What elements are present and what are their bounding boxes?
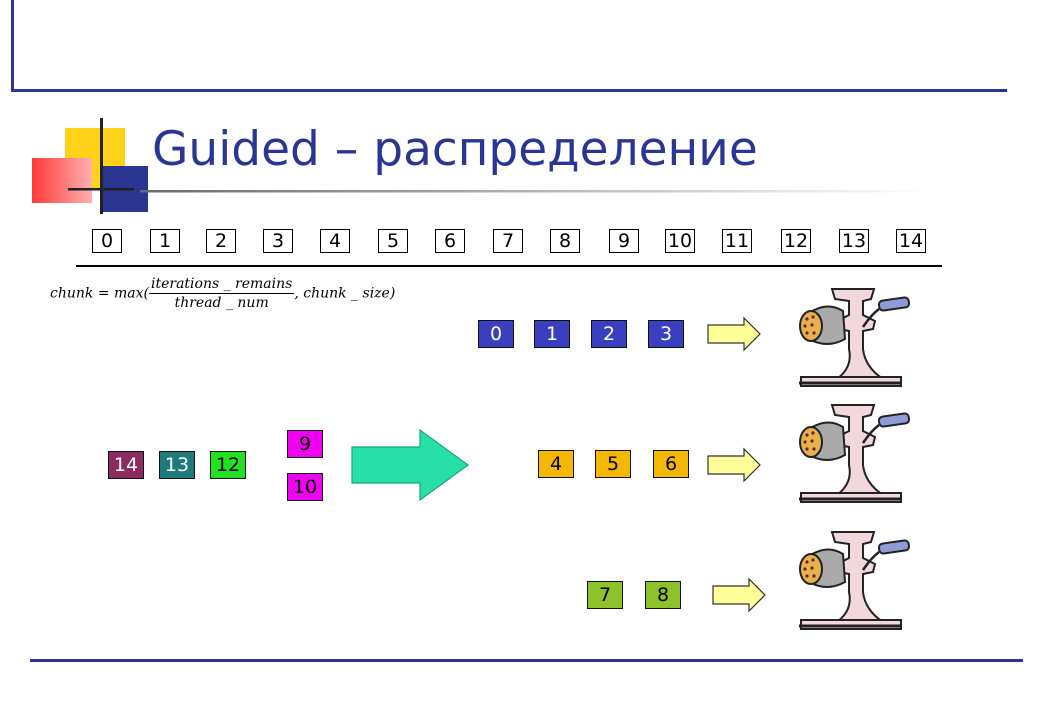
cross-horizontal: [68, 188, 134, 191]
iteration-index-box: 1: [150, 229, 180, 253]
iteration-index-box: 4: [320, 229, 350, 253]
current-chunk-box: 10: [287, 473, 323, 501]
iteration-index-box: 10: [665, 229, 695, 253]
meat-grinder-thread-2-icon: [787, 530, 917, 640]
iteration-index-box: 7: [493, 229, 523, 253]
iteration-index-box: 2: [206, 229, 236, 253]
top-horizontal-rule: [11, 89, 1007, 92]
remaining-iteration-box: 13: [159, 451, 195, 479]
iteration-index-box: 8: [550, 229, 580, 253]
bottom-horizontal-rule: [30, 659, 1023, 662]
iteration-index-box: 9: [609, 229, 639, 253]
thread-0-chunk-box: 3: [648, 320, 684, 348]
big-distribution-arrow: [351, 428, 470, 502]
iteration-index-box: 6: [435, 229, 465, 253]
iteration-index-box: 0: [92, 229, 122, 253]
current-chunk-box: 9: [287, 430, 323, 458]
meat-grinder-thread-0-icon: [787, 287, 917, 397]
thread-1-chunk-box: 4: [538, 450, 574, 478]
title-decoration-graphic: [32, 118, 930, 214]
iteration-index-box: 5: [378, 229, 408, 253]
thread-2-chunk-box: 8: [645, 581, 681, 609]
page-title: Guided – распределение: [152, 122, 758, 177]
red-square: [32, 158, 92, 203]
thread-0-chunk-box: 2: [591, 320, 627, 348]
top-vertical-rule: [11, 0, 14, 92]
formula-lhs: chunk = max(: [50, 285, 149, 302]
iteration-index-box: 3: [263, 229, 293, 253]
iteration-index-box: 11: [722, 229, 752, 253]
cross-vertical: [100, 118, 103, 214]
remaining-iteration-box: 12: [210, 451, 246, 479]
thread-2-chunk-box: 7: [587, 581, 623, 609]
meat-grinder-thread-1-icon: [787, 403, 917, 513]
thread-0-chunk-box: 0: [478, 320, 514, 348]
thread-1-chunk-box: 5: [595, 450, 631, 478]
thread-1-arrow: [707, 447, 761, 483]
iteration-index-box: 13: [839, 229, 869, 253]
iteration-index-box: 14: [896, 229, 926, 253]
formula-numerator: iterations _ remains: [148, 276, 295, 294]
thread-2-arrow: [712, 577, 766, 613]
title-underline: [140, 190, 930, 193]
thread-0-arrow: [707, 316, 761, 352]
thread-1-chunk-box: 6: [653, 450, 689, 478]
remaining-iteration-box: 14: [108, 451, 144, 479]
thread-0-chunk-box: 1: [534, 320, 570, 348]
iteration-row-underline: [76, 265, 942, 267]
formula-denominator: thread _ num: [174, 295, 269, 311]
formula-rhs: , chunk _ size): [294, 285, 396, 302]
iteration-index-box: 12: [781, 229, 811, 253]
